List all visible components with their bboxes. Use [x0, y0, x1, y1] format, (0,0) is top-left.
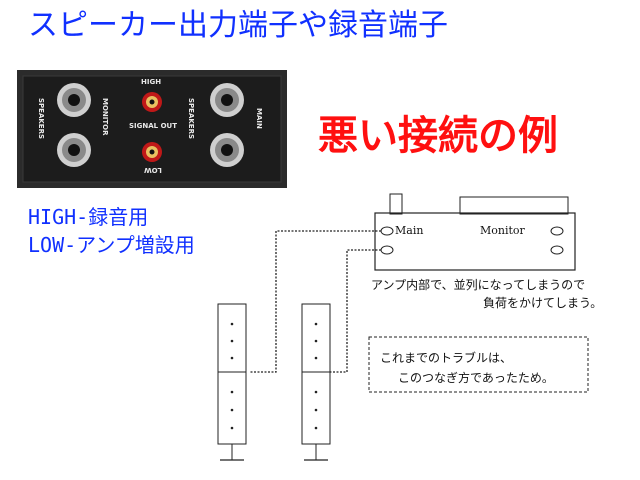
explanation-line-1: アンプ内部で、並列になってしまうので: [371, 276, 585, 293]
amp-main-jack-top: [381, 227, 393, 235]
note-line-2: このつなぎ方であったため。: [398, 369, 554, 386]
speaker-left: [218, 304, 246, 460]
amp-monitor-label: Monitor: [480, 224, 525, 237]
amp-monitor-jack-bottom: [551, 246, 563, 254]
speaker-right: [302, 304, 330, 460]
amp-main-jack-bottom: [381, 246, 393, 254]
explanation-line-2: 負荷をかけてしまう。: [483, 294, 602, 311]
amp-monitor-jack-top: [551, 227, 563, 235]
amp-main-label: Main: [395, 224, 423, 237]
note-line-1: これまでのトラブルは、: [380, 349, 512, 366]
